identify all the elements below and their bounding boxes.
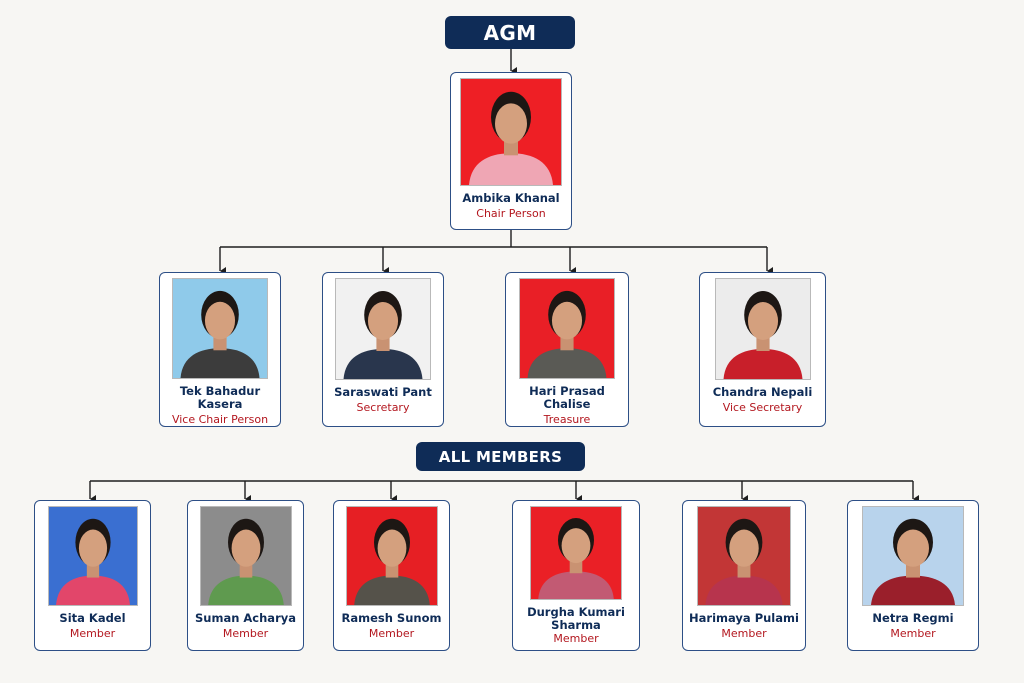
member-photo: [530, 506, 622, 600]
portrait-face: [747, 302, 778, 340]
members-header: ALL MEMBERS: [416, 442, 585, 471]
portrait-image: [698, 507, 790, 605]
officer-name: Saraswati Pant: [334, 385, 432, 399]
chair-role: Chair Person: [476, 207, 546, 220]
portrait-face: [495, 103, 527, 144]
officer-name: Tek Bahadur Kasera: [179, 384, 261, 411]
portrait-face: [551, 301, 583, 340]
member-name: Harimaya Pulami: [689, 611, 799, 625]
chair-card: Ambika Khanal Chair Person: [450, 72, 572, 230]
agm-label: AGM: [483, 20, 537, 45]
member-card: Harimaya Pulami Member: [682, 500, 806, 651]
officer-role: Vice Secretary: [722, 401, 803, 414]
member-photo: [199, 506, 292, 606]
member-name: Ramesh Sunom: [341, 611, 442, 625]
portrait-image: [346, 507, 437, 605]
member-role: Member: [368, 627, 415, 640]
officer-role: Treasure: [543, 413, 591, 426]
member-photo: [47, 506, 138, 606]
chair-photo: [460, 78, 562, 186]
member-role: Member: [890, 627, 936, 640]
officer-card: Tek Bahadur Kasera Vice Chair Person: [159, 272, 281, 427]
officer-card: Saraswati Pant Secretary: [322, 272, 444, 427]
portrait-image: [715, 279, 810, 379]
officer-role: Vice Chair Person: [171, 413, 269, 426]
portrait-shoulders: [723, 349, 802, 379]
officer-name: Hari Prasad Chalise: [529, 384, 605, 411]
portrait-face: [561, 528, 591, 564]
member-name: Suman Acharya: [195, 611, 296, 625]
officer-photo: [519, 278, 615, 379]
members-label: ALL MEMBERS: [438, 447, 563, 466]
portrait-shoulders: [343, 349, 423, 379]
portrait-image: [48, 507, 137, 605]
officer-name: Chandra Nepali: [712, 385, 813, 399]
officer-card: Hari Prasad Chalise Treasure: [505, 272, 629, 427]
member-card: Durgha Kumari Sharma Member: [512, 500, 640, 651]
member-photo: [345, 506, 438, 606]
portrait-image: [461, 79, 561, 185]
portrait-image: [531, 507, 621, 599]
portrait-face: [231, 529, 260, 567]
member-card: Sita Kadel Member: [34, 500, 151, 651]
portrait-image: [520, 279, 614, 378]
portrait-shoulders: [871, 575, 955, 605]
portrait-shoulders: [705, 575, 783, 605]
portrait-shoulders: [469, 153, 553, 185]
member-name: Netra Regmi: [872, 611, 954, 625]
officer-role: Secretary: [356, 401, 410, 414]
member-card: Ramesh Sunom Member: [333, 500, 450, 651]
agm-header: AGM: [445, 16, 575, 49]
member-name: Durgha Kumari Sharma: [527, 605, 625, 632]
member-role: Member: [721, 627, 767, 640]
portrait-image: [200, 507, 291, 605]
portrait-shoulders: [207, 575, 284, 605]
officer-photo: [172, 278, 268, 379]
portrait-shoulders: [353, 575, 430, 605]
portrait-image: [173, 279, 267, 378]
portrait-image: [336, 279, 430, 379]
officer-photo: [714, 278, 811, 380]
portrait-face: [897, 529, 929, 567]
portrait-face: [377, 529, 406, 567]
portrait-face: [204, 301, 236, 340]
member-card: Suman Acharya Member: [187, 500, 304, 651]
member-photo: [862, 506, 964, 606]
officer-card: Chandra Nepali Vice Secretary: [699, 272, 826, 427]
portrait-shoulders: [527, 348, 607, 378]
portrait-image: [863, 507, 963, 605]
officer-photo: [335, 278, 431, 380]
portrait-shoulders: [55, 575, 130, 605]
member-photo: [697, 506, 791, 606]
member-card: Netra Regmi Member: [847, 500, 979, 651]
member-name: Sita Kadel: [59, 611, 126, 625]
portrait-face: [367, 302, 399, 340]
chair-name: Ambika Khanal: [462, 191, 560, 205]
portrait-shoulders: [538, 571, 614, 599]
portrait-shoulders: [180, 348, 260, 378]
member-role: Member: [553, 632, 599, 645]
member-role: Member: [69, 627, 116, 640]
portrait-face: [78, 529, 107, 567]
portrait-face: [729, 529, 759, 567]
member-role: Member: [222, 627, 269, 640]
